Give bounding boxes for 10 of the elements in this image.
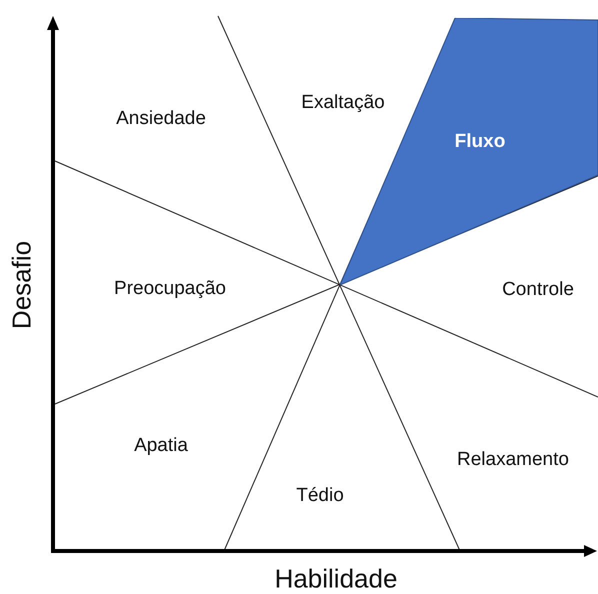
axis-label: Desafio bbox=[6, 240, 38, 330]
region-label: Controle bbox=[502, 278, 574, 302]
axis-label: Habilidade bbox=[274, 562, 398, 594]
region-label: Exaltação bbox=[301, 90, 385, 115]
region-label: Relaxamento bbox=[457, 448, 569, 472]
region-label: Preocupação bbox=[114, 276, 226, 301]
region-label: Ansiedade bbox=[116, 106, 206, 131]
region-label: Fluxo bbox=[454, 130, 506, 154]
region-label: Apatia bbox=[134, 434, 188, 458]
region-label: Tédio bbox=[296, 484, 344, 508]
